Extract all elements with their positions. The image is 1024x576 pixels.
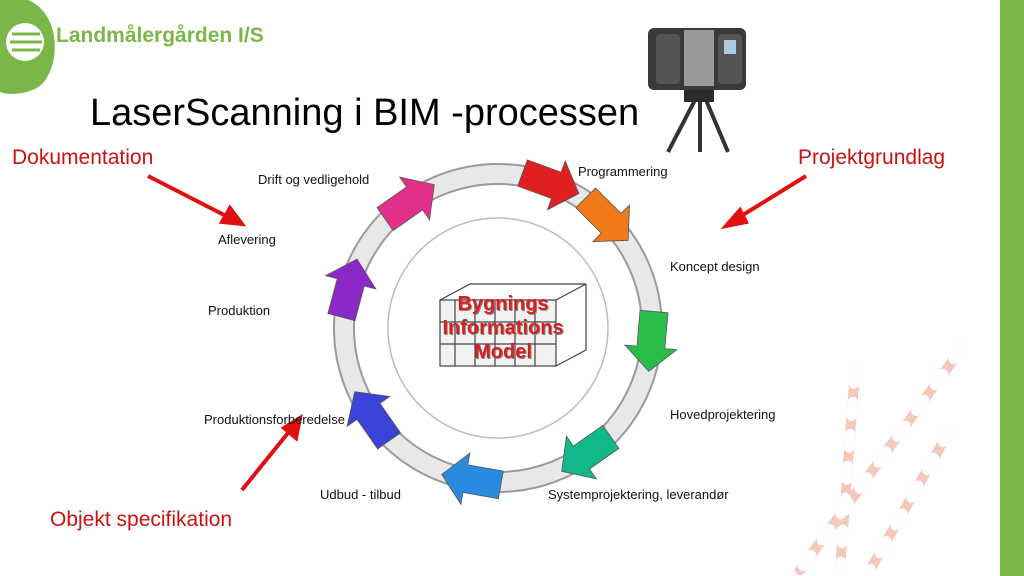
label-objekt-specifikation: Objekt specifikation xyxy=(50,508,233,531)
annotation-arrows xyxy=(147,174,808,492)
label-dokumentation: Dokumentation xyxy=(12,146,154,169)
phase-label: Systemprojektering, leverandør xyxy=(548,487,729,502)
survey-rods-decoration xyxy=(795,343,967,575)
cycle-arrow xyxy=(324,258,377,322)
center-line: Informations xyxy=(442,317,564,339)
phase-label: Produktion xyxy=(208,303,271,318)
phase-label: Produktionsforberedelse xyxy=(204,412,345,427)
company-name: Landmålergården I/S xyxy=(56,24,264,47)
center-line: Bygnings xyxy=(457,293,549,315)
phase-label: Hovedprojektering xyxy=(670,407,776,422)
cycle-arrow xyxy=(623,309,678,372)
cycle-arrow xyxy=(346,391,402,450)
cycle-arrow xyxy=(517,159,580,211)
bim-center-label: Bygnings Informations Model xyxy=(418,292,588,364)
phase-label: Koncept design xyxy=(670,259,760,274)
cycle-arrow xyxy=(376,176,435,232)
phase-label: Drift og vedligehold xyxy=(258,172,370,187)
page-title: LaserScanning i BIM -processen xyxy=(90,92,640,134)
center-line: Model xyxy=(474,341,532,363)
label-projektgrundlag: Projektgrundlag xyxy=(798,146,946,169)
building-model-illustration xyxy=(439,283,587,367)
phase-label: Udbud - tilbud xyxy=(320,487,401,502)
phase-label: Programmering xyxy=(578,164,668,179)
logo-icon xyxy=(0,0,55,94)
sidebar-bar xyxy=(1000,0,1024,576)
cycle-arrow xyxy=(575,187,630,243)
sidebar-tagline: Rådgivning · Planlægning · Landmåling xyxy=(988,344,1000,552)
cycle-arrow xyxy=(441,452,504,506)
cycle-arrow xyxy=(561,424,620,480)
laser-scanner-image xyxy=(648,28,746,153)
phase-label: Aflevering xyxy=(218,232,276,247)
